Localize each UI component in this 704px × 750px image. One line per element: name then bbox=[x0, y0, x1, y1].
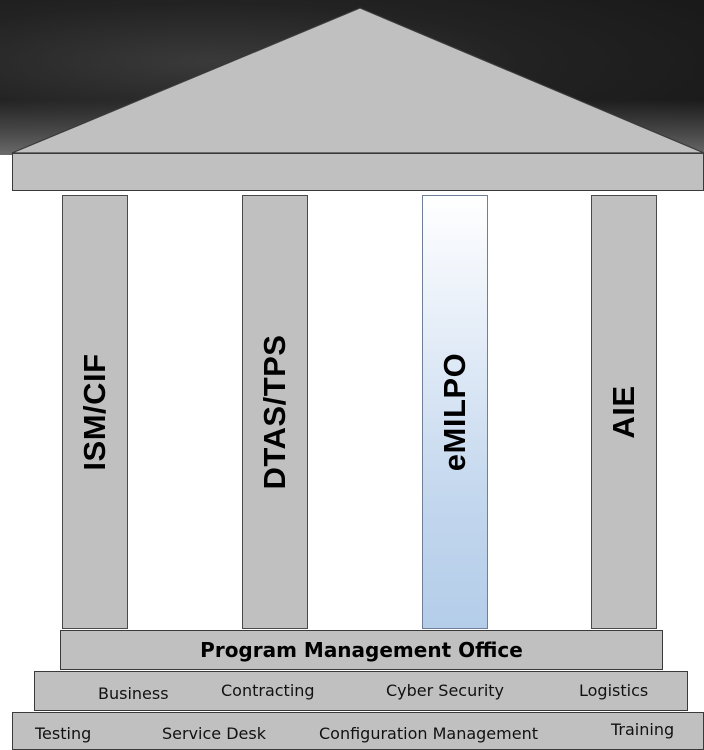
pillar-aie: AIE bbox=[591, 195, 657, 629]
foundation-item-configuration-management: Configuration Management bbox=[319, 724, 538, 743]
pmo-title: Program Management Office bbox=[200, 638, 523, 662]
pillar-label: ISM/CIF bbox=[77, 353, 112, 471]
pillar-label: DTAS/TPS bbox=[257, 334, 292, 490]
foundation-tier-1: Business Contracting Cyber Security Logi… bbox=[34, 671, 688, 711]
foundation-item-logistics: Logistics bbox=[579, 681, 649, 700]
pillar-dtas-tps: DTAS/TPS bbox=[242, 195, 308, 629]
entablature-beam bbox=[12, 153, 704, 191]
foundation-item-business: Business bbox=[98, 684, 169, 703]
pillar-emilpo: eMILPO bbox=[422, 195, 488, 629]
pillar-label: AIE bbox=[606, 385, 641, 439]
pillar-label: eMILPO bbox=[437, 352, 472, 472]
foundation-tier-2: Testing Service Desk Configuration Manag… bbox=[12, 712, 704, 750]
pmo-step: Program Management Office bbox=[60, 630, 663, 670]
foundation-item-testing: Testing bbox=[35, 724, 92, 743]
pillar-ism-cif: ISM/CIF bbox=[62, 195, 128, 629]
foundation-item-contracting: Contracting bbox=[221, 681, 315, 700]
foundation-item-service-desk: Service Desk bbox=[162, 724, 266, 743]
roof-pediment bbox=[11, 7, 704, 154]
foundation-item-cyber-security: Cyber Security bbox=[386, 681, 505, 700]
foundation-item-training: Training bbox=[611, 720, 675, 739]
